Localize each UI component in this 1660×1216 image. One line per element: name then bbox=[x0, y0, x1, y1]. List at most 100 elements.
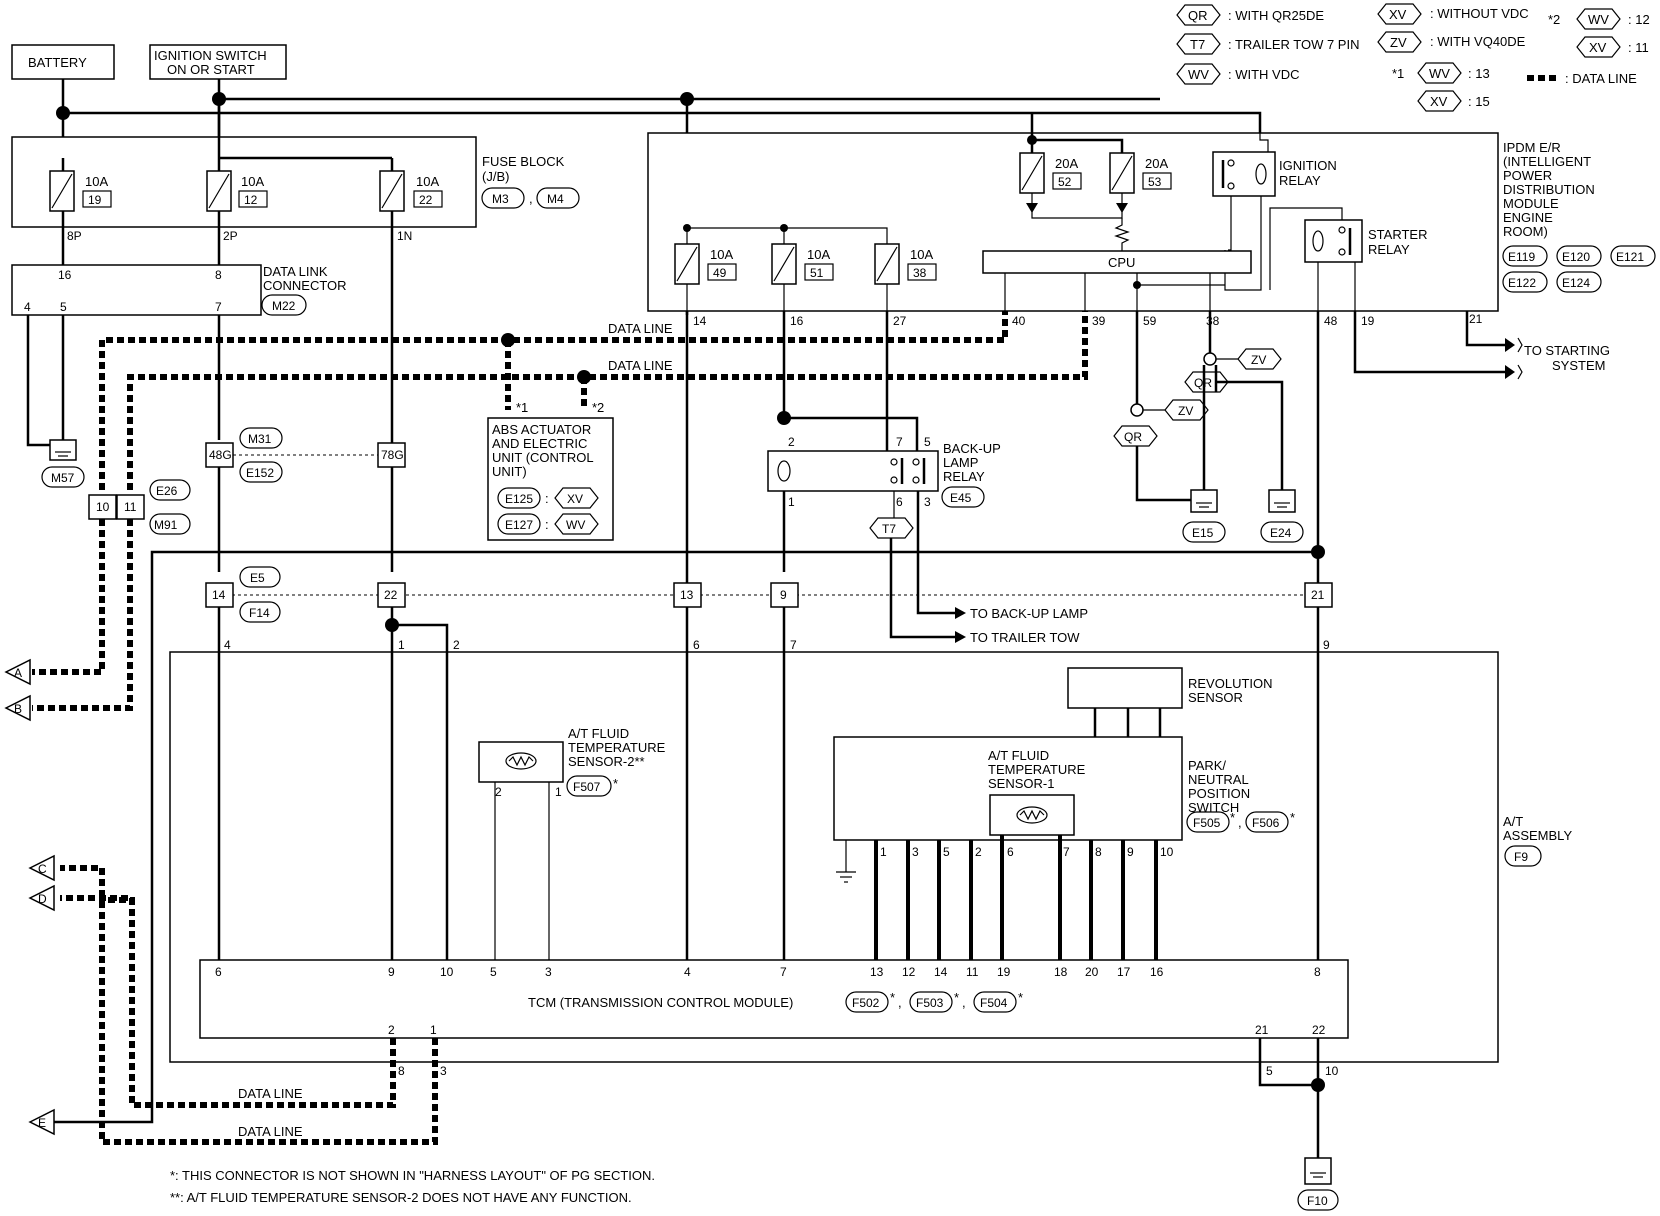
note-1: *: THIS CONNECTOR IS NOT SHOWN IN "HARNE… bbox=[170, 1168, 655, 1183]
ipdm-pin-16: 16 bbox=[790, 314, 804, 328]
fuse-51-num: 51 bbox=[810, 266, 824, 280]
to-starting-label-2: SYSTEM bbox=[1552, 358, 1605, 373]
backup-relay-pin-6: 6 bbox=[896, 495, 903, 509]
tcm-pin-3: 3 bbox=[545, 965, 552, 979]
fuse-51-amp: 10A bbox=[807, 247, 830, 262]
joint-11-label: 11 bbox=[124, 500, 137, 514]
abs-sep-2: : bbox=[545, 517, 549, 532]
legend-star1-wv-val: : 13 bbox=[1468, 66, 1490, 81]
at-bottom-pin-8: 8 bbox=[398, 1064, 405, 1078]
tcm-label: TCM (TRANSMISSION CONTROL MODULE) bbox=[528, 995, 793, 1010]
legend: QR : WITH QR25DE T7 : TRAILER TOW 7 PIN … bbox=[1176, 3, 1650, 112]
ipdm-pin-21: 21 bbox=[1469, 312, 1483, 326]
tcm-pin-16: 16 bbox=[1150, 965, 1164, 979]
sensor2-label-3-text: SENSOR-2 bbox=[568, 754, 634, 769]
fuse-38-num: 38 bbox=[913, 266, 927, 280]
abs-label-1: ABS ACTUATOR bbox=[492, 422, 591, 437]
at-fluid-temp-sensor-2 bbox=[478, 741, 564, 783]
ignition-relay-label-2: RELAY bbox=[1279, 173, 1321, 188]
pnp-pin-3: 3 bbox=[912, 845, 919, 859]
joint-e5-pin-21: 21 bbox=[1311, 588, 1325, 602]
joint-e5-pin-13: 13 bbox=[680, 588, 694, 602]
backup-relay-conn-e45: E45 bbox=[950, 491, 972, 505]
legend-star1-xv-val: : 15 bbox=[1468, 94, 1490, 109]
legend-qr-code: QR bbox=[1188, 8, 1208, 23]
backup-lamp-relay bbox=[767, 450, 939, 492]
legend-qr-text: : WITH QR25DE bbox=[1228, 8, 1324, 23]
rev-sensor-label-1: REVOLUTION bbox=[1188, 676, 1273, 691]
ground-f10-label: F10 bbox=[1307, 1194, 1328, 1208]
ground-e24: E24 bbox=[1260, 489, 1304, 543]
abs-conn-e127-variant: WV bbox=[566, 518, 585, 532]
pnp-pin-5: 5 bbox=[943, 845, 950, 859]
tcm-conn-star-1: * bbox=[890, 990, 895, 1005]
backup-relay-pin-2: 2 bbox=[788, 435, 795, 449]
fuse-block-label-2: (J/B) bbox=[482, 169, 509, 184]
tcm-conn-sep-2: , bbox=[962, 995, 966, 1010]
rev-sensor-label-2: SENSOR bbox=[1188, 690, 1243, 705]
ground-m57: M57 bbox=[41, 439, 85, 488]
joint-e5-pin-22: 22 bbox=[384, 588, 398, 602]
ipdm-label-3: POWER bbox=[1503, 168, 1552, 183]
tcm-pin-12: 12 bbox=[902, 965, 916, 979]
dlc-conn-m22: M22 bbox=[272, 299, 296, 313]
starter-relay-label-2: RELAY bbox=[1368, 242, 1410, 257]
pnp-pin-6: 6 bbox=[1007, 845, 1014, 859]
fuse-38-amp: 10A bbox=[910, 247, 933, 262]
joint-e5-pin-9: 9 bbox=[780, 588, 787, 602]
joint-e152: E152 bbox=[246, 466, 274, 480]
sensor1-label-3: SENSOR-1 bbox=[988, 776, 1054, 791]
pnp-label-4: SWITCH bbox=[1188, 800, 1239, 815]
fuse-49-amp: 10A bbox=[710, 247, 733, 262]
starter-relay-label-1: STARTER bbox=[1368, 227, 1427, 242]
fuse-52-amp: 20A bbox=[1055, 156, 1078, 171]
at-pin-2: 2 bbox=[453, 638, 460, 652]
fuse-12: 10A 12 bbox=[206, 170, 268, 212]
ipdm-conn-e119: E119 bbox=[1508, 250, 1535, 264]
joint-78g-label: 78G bbox=[381, 448, 404, 462]
backup-relay-label-1: BACK-UP bbox=[943, 441, 1001, 456]
sensor2-pin-2: 2 bbox=[495, 785, 502, 799]
backup-relay-label-3: RELAY bbox=[943, 469, 985, 484]
fuse-22: 10A 22 bbox=[379, 170, 443, 212]
tcm-data-line-c bbox=[60, 865, 438, 1145]
legend-star2-xv-code: XV bbox=[1589, 40, 1607, 55]
offpage-a: A bbox=[4, 658, 31, 686]
sensor1-label-1: A/T FLUID bbox=[988, 748, 1049, 763]
ipdm-conn-e120: E120 bbox=[1562, 250, 1590, 264]
legend-star2-xv-val: : 11 bbox=[1628, 40, 1649, 55]
tcm-pin-14: 14 bbox=[934, 965, 948, 979]
fuse-block-conn-sep: , bbox=[529, 191, 533, 206]
fuse-19-num: 19 bbox=[88, 193, 102, 207]
ipdm-pin-27: 27 bbox=[893, 314, 907, 328]
ipdm-pin-39: 39 bbox=[1092, 314, 1106, 328]
abs-label-4: UNIT) bbox=[492, 464, 527, 479]
at-pin-7: 7 bbox=[790, 638, 797, 652]
offpage-b-label: B bbox=[14, 702, 22, 716]
ipdm-label-4: DISTRIBUTION bbox=[1503, 182, 1595, 197]
tcm-conn-f503: F503 bbox=[916, 996, 944, 1010]
dlc-pin-4: 4 bbox=[24, 300, 31, 314]
battery-box bbox=[11, 44, 115, 80]
abs-conn-e127: E127 bbox=[505, 518, 533, 532]
dlc-pin-7: 7 bbox=[215, 300, 222, 314]
tcm-pin-13: 13 bbox=[870, 965, 884, 979]
tcm-pin-11: 11 bbox=[966, 965, 979, 979]
pnp-conn-sep: , bbox=[1238, 815, 1242, 830]
tcm-conn-f502: F502 bbox=[852, 996, 880, 1010]
legend-star1-wv-code: WV bbox=[1429, 66, 1450, 81]
at-assembly-conn-f9: F9 bbox=[1514, 850, 1528, 864]
tcm-pin-18: 18 bbox=[1054, 965, 1068, 979]
offpage-e-label: E bbox=[38, 1116, 46, 1130]
tcm-pin-bottom-21: 21 bbox=[1255, 1023, 1269, 1037]
joint-f14: F14 bbox=[249, 606, 270, 620]
ipdm-conn-e124: E124 bbox=[1562, 276, 1590, 290]
at-pin-9: 9 bbox=[1323, 638, 1330, 652]
joint-e26: E26 bbox=[156, 484, 178, 498]
pnp-conn-star-1: * bbox=[1230, 810, 1235, 825]
legend-wv-code: WV bbox=[1188, 67, 1209, 82]
fuse-22-num: 22 bbox=[419, 193, 433, 207]
abs-sep-1: : bbox=[545, 491, 549, 506]
fuse-pin-8p: 8P bbox=[67, 229, 82, 243]
fuse-19-amp: 10A bbox=[85, 174, 108, 189]
